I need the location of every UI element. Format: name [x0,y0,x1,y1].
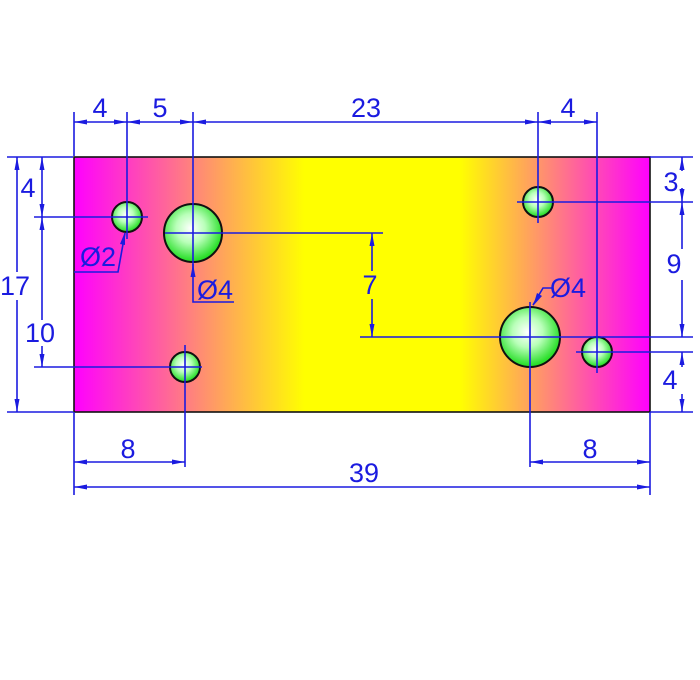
arrowhead [39,204,45,217]
dim-label-bottom-8-left: 8 [120,434,135,464]
arrowhead [14,157,20,170]
arrowhead [637,459,650,465]
leader-arrowhead [190,264,196,277]
arrowhead [679,202,685,215]
arrowhead [39,157,45,170]
dim-label-left-4: 4 [20,173,35,203]
extension-lines [7,112,693,495]
arrowhead [525,119,538,125]
leader-arrowhead [533,293,542,306]
arrowhead [369,324,375,337]
arrowhead [530,459,543,465]
arrowhead [637,484,650,490]
arrowhead [14,399,20,412]
dim-label-left-17: 17 [0,271,30,301]
leader-arrowhead [120,232,125,245]
arrowhead [369,233,375,246]
dim-label-top-23: 23 [351,93,381,123]
arrowhead [74,459,87,465]
arrowhead [39,217,45,230]
dim-label-bottom-39: 39 [349,458,379,488]
arrowheads [14,119,685,490]
arrowhead [127,119,140,125]
dim-label-right-4: 4 [662,365,677,395]
dim-label-top-5: 5 [152,93,167,123]
arrowhead [538,119,551,125]
dimension-labels: 4 5 23 4 4 10 17 3 9 4 7 8 8 39 Ø2 Ø4 Ø4 [0,93,682,488]
arrowhead [679,157,685,170]
dim-label-top-4a: 4 [92,93,107,123]
dia-label-top-left: Ø2 [80,242,116,272]
dim-label-top-4b: 4 [560,93,575,123]
arrowhead [679,399,685,412]
leader-dia2 [74,232,126,273]
arrowhead [679,324,685,337]
arrowhead [584,119,597,125]
arrowhead [679,352,685,365]
dia-label-upper-left: Ø4 [197,275,233,305]
arrowhead [172,459,185,465]
dim-label-right-3: 3 [663,167,678,197]
arrowhead [679,189,685,202]
dia-label-lower-right: Ø4 [550,273,586,303]
arrowhead [114,119,127,125]
dim-label-left-10: 10 [25,318,55,348]
dim-label-right-9: 9 [666,249,681,279]
arrowhead [74,484,87,490]
arrowhead [180,119,193,125]
dim-label-bottom-8-right: 8 [582,434,597,464]
arrowhead [39,354,45,367]
dim-label-middle-7: 7 [362,270,377,300]
arrowhead [193,119,206,125]
arrowhead [74,119,87,125]
